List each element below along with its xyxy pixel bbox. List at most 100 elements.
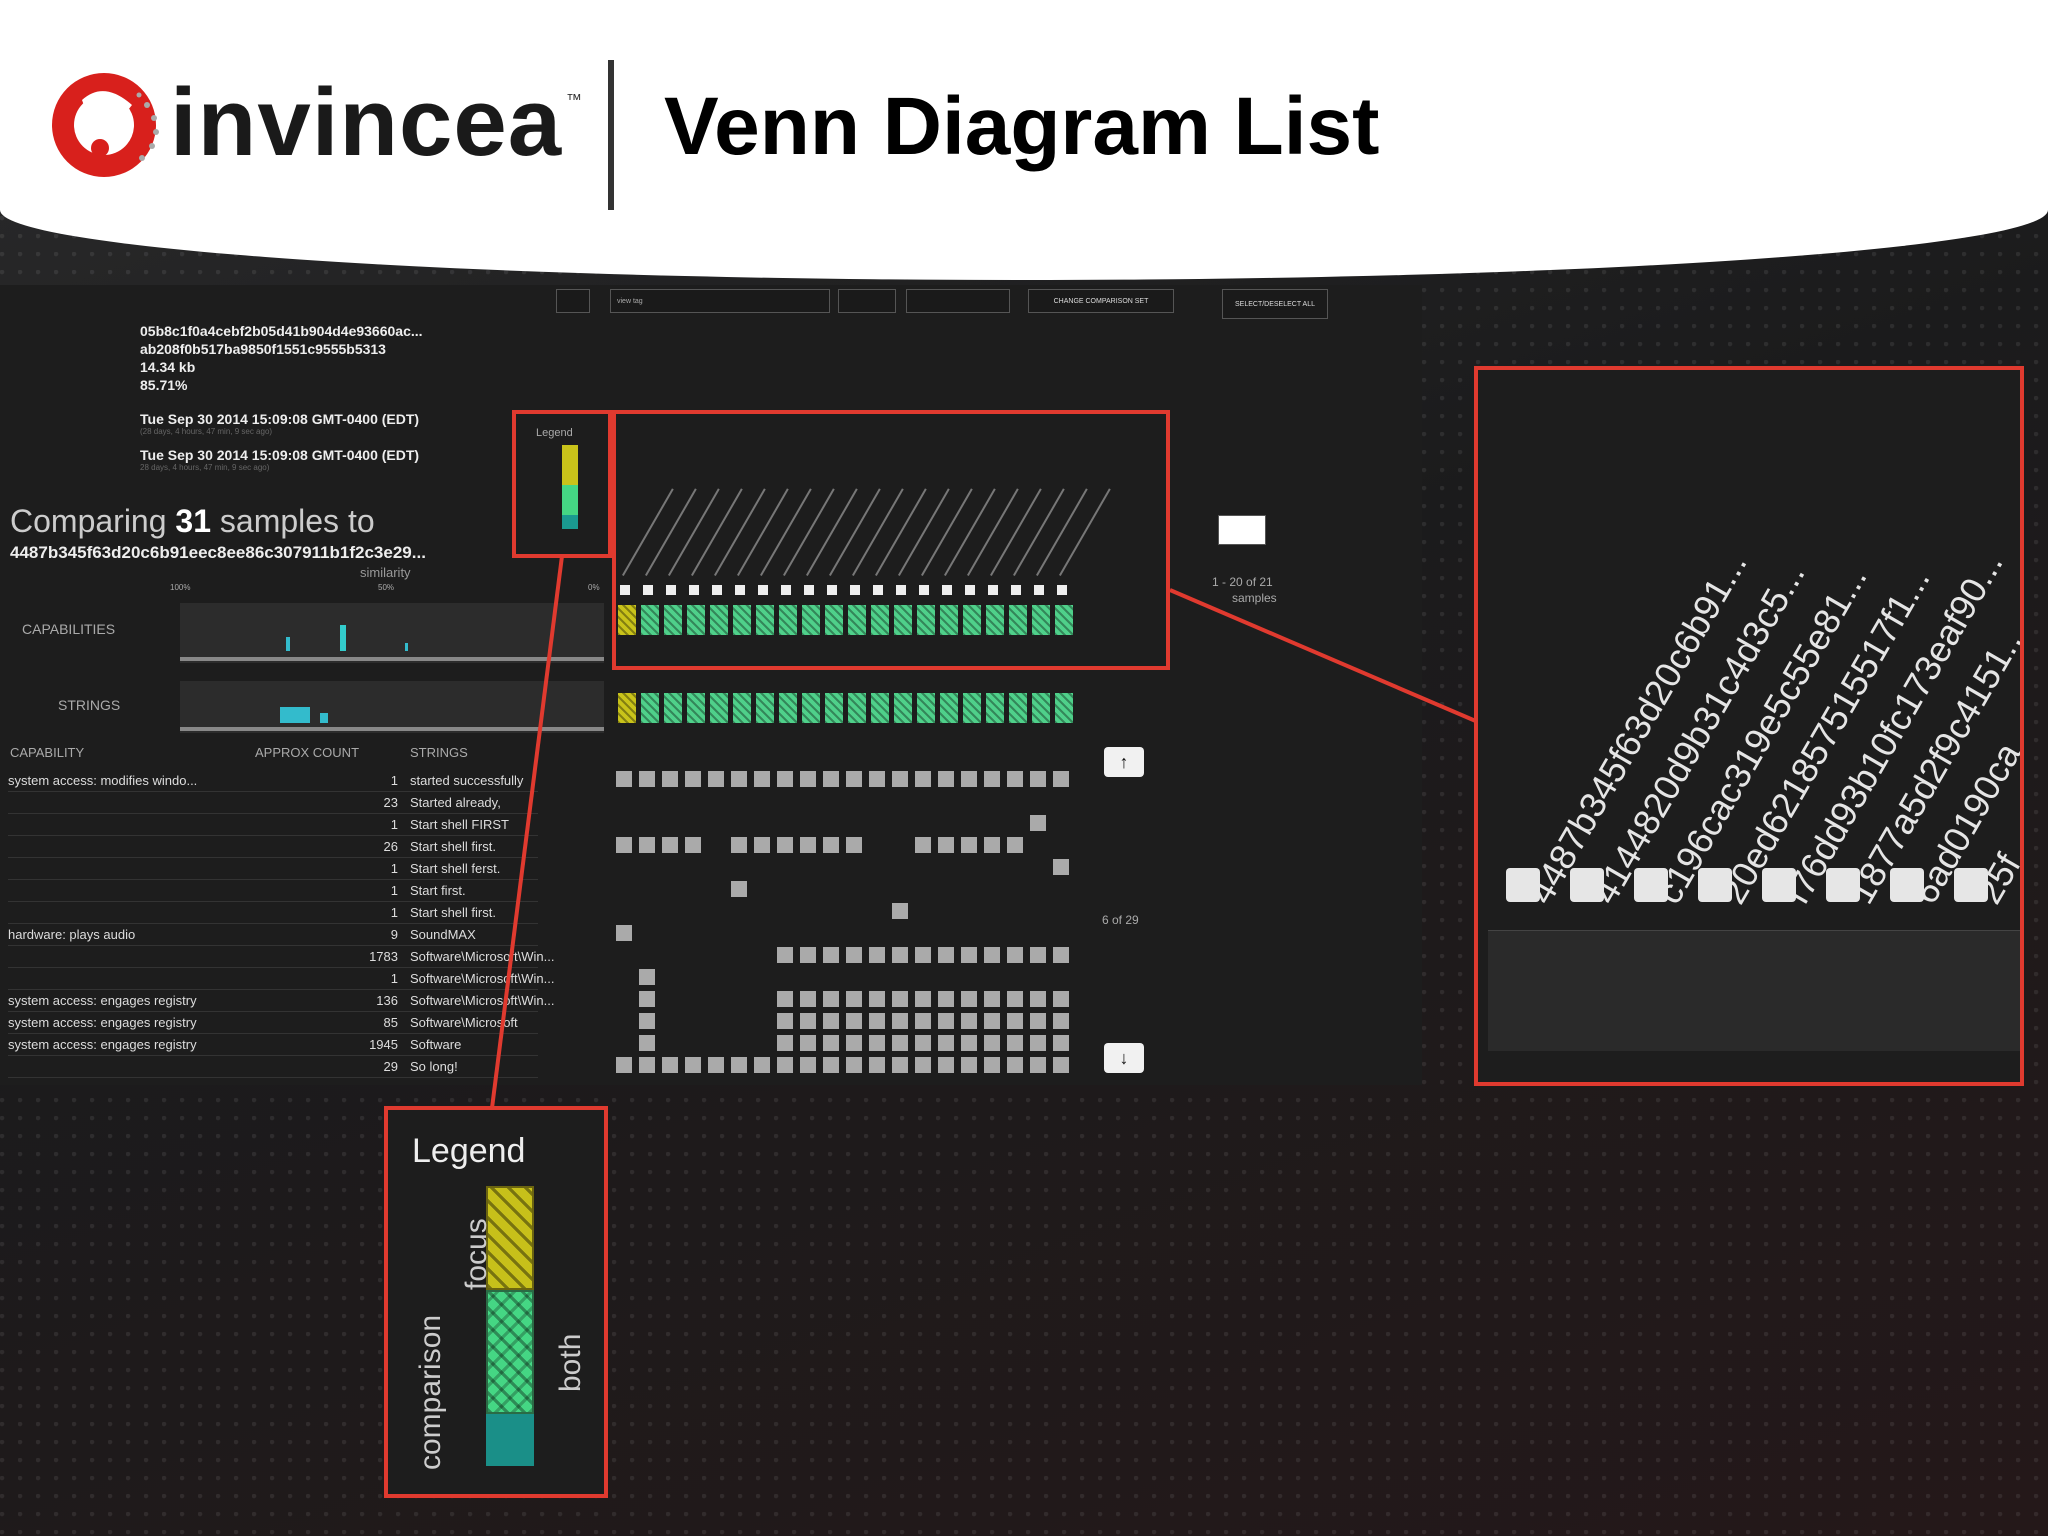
both-venn-cell[interactable]: [710, 693, 728, 723]
both-venn-cell[interactable]: [940, 605, 958, 635]
both-venn-cell[interactable]: [641, 605, 659, 635]
sample-checkbox[interactable]: [896, 585, 906, 595]
both-venn-cell[interactable]: [756, 605, 774, 635]
both-venn-cell[interactable]: [940, 693, 958, 723]
sample-checkbox[interactable]: [643, 585, 653, 595]
toolbar-button[interactable]: [556, 289, 590, 313]
sample-checkbox[interactable]: [827, 585, 837, 595]
both-venn-cell[interactable]: [963, 693, 981, 723]
both-venn-cell[interactable]: [641, 693, 659, 723]
focus-venn-cell[interactable]: [618, 693, 636, 723]
sample-checkbox[interactable]: [781, 585, 791, 595]
sample-checkbox[interactable]: [758, 585, 768, 595]
both-venn-cell[interactable]: [1055, 693, 1073, 723]
zoomed-sample-checkbox[interactable]: [1762, 868, 1796, 902]
both-venn-cell[interactable]: [802, 693, 820, 723]
both-venn-cell[interactable]: [733, 693, 751, 723]
zoomed-sample-checkbox[interactable]: [1506, 868, 1540, 902]
change-comparison-set-button[interactable]: CHANGE COMPARISON SET: [1028, 289, 1174, 313]
both-venn-cell[interactable]: [687, 693, 705, 723]
both-venn-cell[interactable]: [710, 605, 728, 635]
both-venn-cell[interactable]: [894, 605, 912, 635]
both-venn-cell[interactable]: [963, 605, 981, 635]
both-venn-cell[interactable]: [802, 605, 820, 635]
sample-checkbox[interactable]: [1034, 585, 1044, 595]
both-venn-cell[interactable]: [779, 693, 797, 723]
both-venn-cell[interactable]: [756, 693, 774, 723]
zoomed-sample-checkbox[interactable]: [1570, 868, 1604, 902]
both-venn-cell[interactable]: [894, 693, 912, 723]
both-venn-cell[interactable]: [917, 693, 935, 723]
sample-checkbox[interactable]: [1057, 585, 1067, 595]
zoomed-sample-checkbox[interactable]: [1826, 868, 1860, 902]
both-venn-cell[interactable]: [871, 605, 889, 635]
both-venn-cell[interactable]: [848, 693, 866, 723]
both-venn-cell[interactable]: [1032, 605, 1050, 635]
sample-checkbox[interactable]: [666, 585, 676, 595]
select-deselect-all-button[interactable]: SELECT/DESELECT ALL: [1222, 289, 1328, 319]
sample-checkbox[interactable]: [689, 585, 699, 595]
scroll-up-button[interactable]: ↑: [1104, 747, 1144, 777]
both-venn-cell[interactable]: [986, 693, 1004, 723]
sample-checkbox[interactable]: [942, 585, 952, 595]
col-approx-count[interactable]: APPROX COUNT: [255, 745, 360, 760]
both-venn-cell[interactable]: [1055, 605, 1073, 635]
both-venn-cell[interactable]: [779, 605, 797, 635]
sample-checkbox[interactable]: [965, 585, 975, 595]
col-capability[interactable]: CAPABILITY: [10, 745, 85, 760]
both-venn-cell[interactable]: [825, 693, 843, 723]
both-venn-cell[interactable]: [664, 605, 682, 635]
scroll-down-button[interactable]: ↓: [1104, 1043, 1144, 1073]
sample-checkbox[interactable]: [873, 585, 883, 595]
zoomed-sample-checkbox[interactable]: [1890, 868, 1924, 902]
both-venn-cell[interactable]: [664, 693, 682, 723]
presence-cell: [846, 771, 862, 787]
focus-venn-cell[interactable]: [618, 605, 636, 635]
sample-checkbox[interactable]: [919, 585, 929, 595]
view-tag-input[interactable]: view tag: [610, 289, 830, 313]
sample-checkbox[interactable]: [735, 585, 745, 595]
both-venn-cell[interactable]: [1009, 605, 1027, 635]
col-strings[interactable]: STRINGS: [410, 745, 468, 760]
sample-checkbox[interactable]: [620, 585, 630, 595]
page-toggle[interactable]: [1218, 515, 1266, 545]
cell-count: 1: [390, 883, 398, 898]
capabilities-label[interactable]: CAPABILITIES: [22, 621, 116, 637]
both-venn-cell[interactable]: [986, 605, 1004, 635]
sample-checkbox[interactable]: [712, 585, 722, 595]
zoomed-sample-checkbox[interactable]: [1698, 868, 1732, 902]
both-venn-cell[interactable]: [687, 605, 705, 635]
sample-checkbox[interactable]: [850, 585, 860, 595]
sample-checkbox[interactable]: [804, 585, 814, 595]
toolbar-button-3[interactable]: [906, 289, 1010, 313]
strings-label[interactable]: STRINGS: [58, 697, 121, 713]
both-venn-cell[interactable]: [1009, 693, 1027, 723]
both-venn-cell[interactable]: [917, 605, 935, 635]
both-venn-cell[interactable]: [848, 605, 866, 635]
strings-histogram[interactable]: [180, 681, 604, 733]
capabilities-histogram[interactable]: [180, 603, 604, 663]
both-venn-cell[interactable]: [825, 605, 843, 635]
sample-checkbox[interactable]: [1011, 585, 1021, 595]
both-venn-cell[interactable]: [871, 693, 889, 723]
both-venn-cell[interactable]: [733, 605, 751, 635]
zoomed-sample-checkbox[interactable]: [1634, 868, 1668, 902]
zoomed-sample-checkbox[interactable]: [1954, 868, 1988, 902]
sample-checkbox[interactable]: [988, 585, 998, 595]
toolbar-button-2[interactable]: [838, 289, 896, 313]
both-venn-cell[interactable]: [1032, 693, 1050, 723]
